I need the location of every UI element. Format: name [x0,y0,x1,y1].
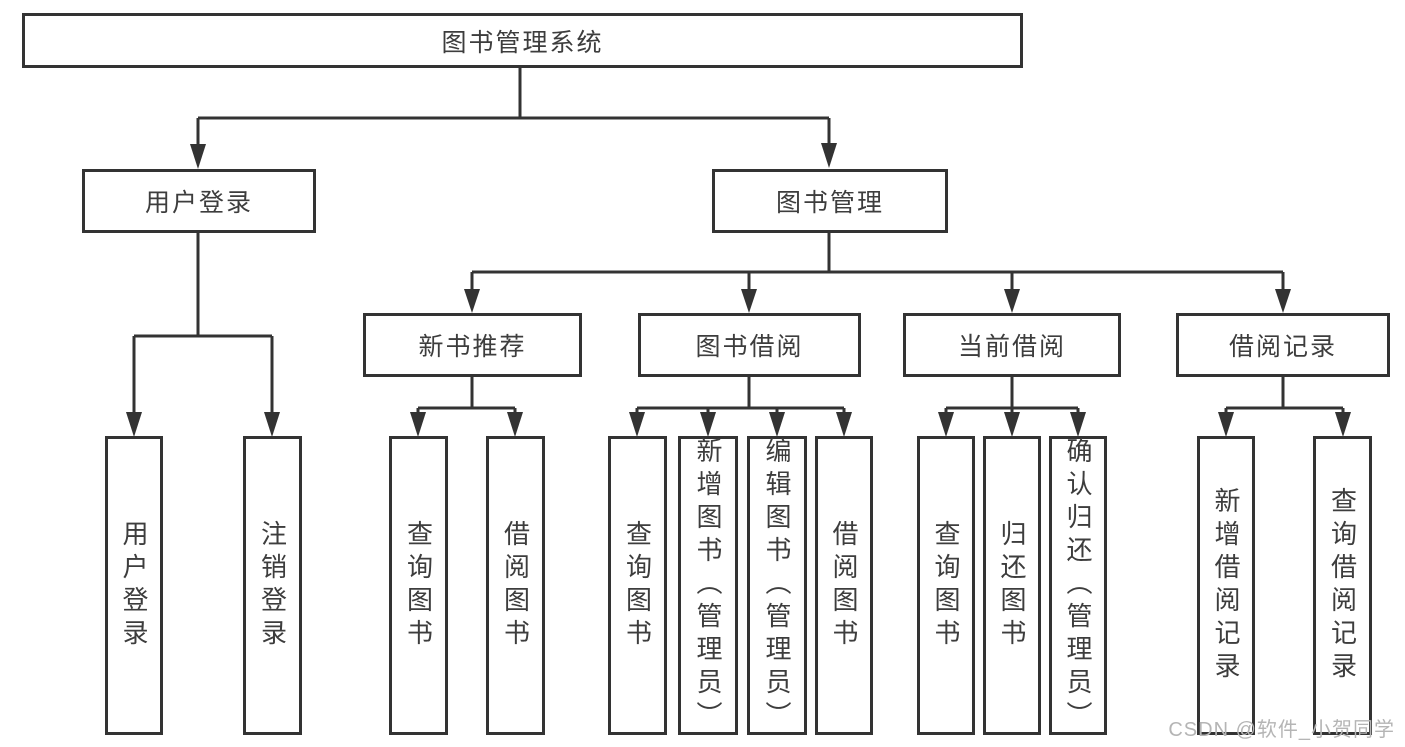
leaf-borrow-books: 借阅图书 [815,436,873,735]
connector-records-split [1224,377,1345,414]
leaf-user-login: 用户登录 [105,436,163,735]
leaf-query-books-borrowing-label: 查询图书 [622,519,653,652]
connector-new-book-split [416,377,517,414]
node-book-borrowing: 图书借阅 [638,313,861,377]
connector-user-login-split [132,233,274,414]
node-book-management-label: 图书管理 [775,189,884,217]
leaf-add-borrow-record: 新增借阅记录 [1197,436,1255,735]
node-user-login-label: 用户登录 [144,189,253,217]
leaf-edit-book-admin: 编辑图书（管理员） [747,436,807,735]
leaf-query-books-borrowing: 查询图书 [608,436,667,735]
node-current-borrowing: 当前借阅 [903,313,1121,377]
leaf-edit-book-admin-label: 编辑图书（管理员） [762,437,792,734]
leaf-return-book-label: 归还图书 [997,519,1027,652]
node-root: 图书管理系统 [22,13,1023,68]
leaf-query-borrow-record: 查询借阅记录 [1313,436,1372,735]
node-borrowing-records-label: 借阅记录 [1228,333,1337,361]
leaf-add-borrow-record-label: 新增借阅记录 [1211,486,1241,685]
leaf-user-login-label: 用户登录 [119,519,149,652]
csdn-watermark: CSDN @软件_小贺同学 [1168,719,1395,741]
connector-root-to-level2 [196,68,831,145]
leaf-add-book-admin-label: 新增图书（管理员） [693,437,723,734]
leaf-borrow-books-label: 借阅图书 [829,519,859,652]
leaf-return-book: 归还图书 [983,436,1041,735]
node-new-book-recommendation-label: 新书推荐 [418,333,527,361]
leaf-query-books-recommend: 查询图书 [389,436,448,735]
leaf-logout-label: 注销登录 [257,519,288,652]
leaf-logout: 注销登录 [243,436,302,735]
node-book-borrowing-label: 图书借阅 [695,333,804,361]
leaf-borrow-books-recommend: 借阅图书 [486,436,545,735]
leaf-borrow-books-recommend-label: 借阅图书 [500,519,531,652]
leaf-confirm-return-admin-label: 确认归还（管理员） [1063,437,1093,734]
leaf-query-books-recommend-label: 查询图书 [403,519,434,652]
leaf-add-book-admin: 新增图书（管理员） [678,436,738,735]
connector-book-borrowing-split [635,377,846,414]
connector-book-management-to-level3 [470,233,1285,290]
leaf-confirm-return-admin: 确认归还（管理员） [1049,436,1107,735]
leaf-query-books-current: 查询图书 [917,436,975,735]
leaf-query-borrow-record-label: 查询借阅记录 [1327,486,1358,685]
node-borrowing-records: 借阅记录 [1176,313,1390,377]
connector-current-borrowing-split [944,377,1080,414]
node-new-book-recommendation: 新书推荐 [363,313,582,377]
node-book-management: 图书管理 [712,169,948,233]
node-current-borrowing-label: 当前借阅 [957,333,1066,361]
node-root-label: 图书管理系统 [441,28,604,57]
node-user-login: 用户登录 [82,169,316,233]
leaf-query-books-current-label: 查询图书 [931,519,961,652]
